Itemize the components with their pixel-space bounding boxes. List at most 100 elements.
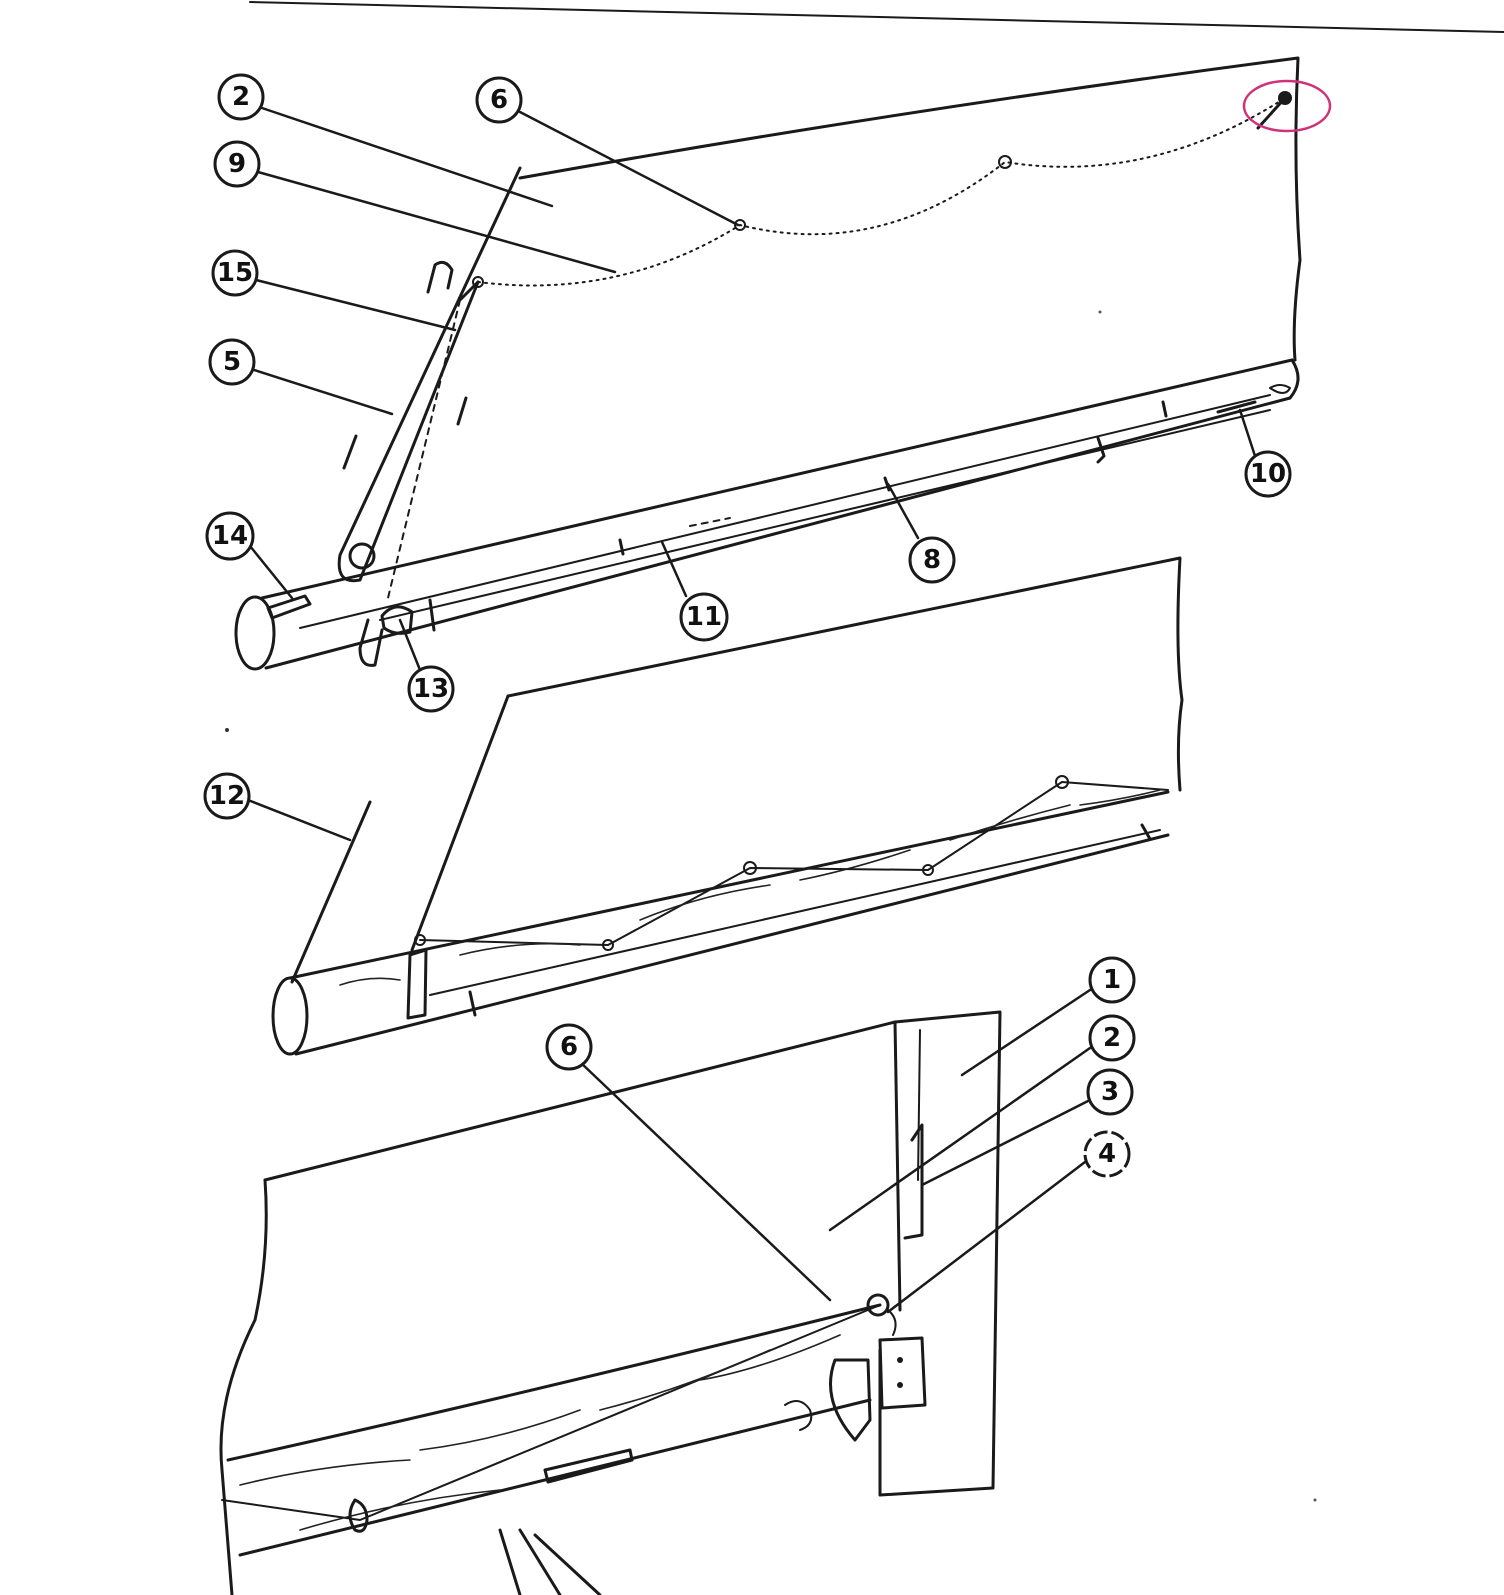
callout-top-15: 15	[211, 249, 259, 297]
callout-top-8-label: 8	[923, 545, 941, 575]
top-rail-upper-edge	[260, 358, 1294, 600]
mid-rail-track	[429, 829, 1161, 996]
callout-bot-4: 4	[1083, 1130, 1131, 1178]
top-border-line	[249, 1, 1504, 33]
callout-top-5-label: 5	[223, 347, 241, 377]
bot-roll-upper	[226, 1303, 882, 1462]
leader-top-8	[886, 482, 920, 540]
callout-top-9-label: 9	[228, 149, 246, 179]
bot-wrinkle-5	[299, 1489, 501, 1531]
callout-bot-1-label: 1	[1103, 965, 1121, 995]
mid-wrinkle-2	[639, 884, 771, 921]
mid-slide-right	[1140, 823, 1152, 841]
top-pole-pivot	[348, 542, 376, 570]
leader-bot-3	[920, 1098, 1092, 1187]
callout-top-14: 14	[205, 511, 255, 561]
top-bracket	[380, 605, 414, 635]
mid-bracket-hook	[468, 990, 477, 1017]
top-slide-1	[1096, 436, 1106, 464]
callout-top-9: 9	[213, 140, 261, 188]
bot-gooseneck-loop	[784, 1400, 813, 1431]
leader-top-10	[1238, 408, 1257, 458]
top-slide-4	[618, 538, 625, 556]
callout-top-8: 8	[908, 536, 956, 584]
callout-top-14-label: 14	[212, 521, 248, 551]
bot-mast-post	[878, 1010, 1002, 1497]
bot-mast-inner-line	[917, 1029, 921, 1181]
top-eyelet-left	[472, 276, 484, 288]
callout-top-5: 5	[208, 338, 256, 386]
mid-wrinkle-6	[339, 977, 401, 986]
top-hook-lower	[358, 618, 384, 667]
top-panel	[234, 56, 1302, 671]
bot-wrinkle-3	[599, 1349, 771, 1411]
bot-lacing	[221, 1304, 881, 1521]
mid-eyelet-2	[743, 861, 757, 875]
callout-top-2-label: 2	[232, 82, 250, 112]
callout-mid-12: 12	[203, 772, 251, 820]
bot-shackle	[348, 1498, 369, 1533]
mid-canvas-outline	[506, 556, 1184, 792]
mid-wrinkle-3	[799, 849, 911, 881]
callout-bot-3: 3	[1086, 1068, 1134, 1116]
top-pole-hidden-line	[387, 299, 461, 599]
bot-mast-track	[903, 1123, 924, 1240]
mid-bracket	[406, 948, 428, 1020]
mid-eyelet-5	[414, 934, 426, 946]
top-eyelet-right	[998, 155, 1012, 169]
leader-top-15	[254, 278, 457, 332]
callout-mid-12-label: 12	[209, 781, 245, 811]
mid-wrinkle-1	[459, 942, 581, 956]
callout-bot-2: 2	[1088, 1014, 1136, 1062]
top-rail-track-lower	[379, 409, 1271, 621]
bot-gooseneck-rivet-2	[897, 1382, 903, 1388]
highlight-ellipse	[1242, 79, 1332, 133]
callout-bot-6: 6	[545, 1023, 593, 1071]
callout-bot-4-label: 4	[1098, 1139, 1116, 1169]
mid-canvas-left-edge	[410, 694, 510, 952]
mid-rail-lower-edge	[294, 833, 1170, 1056]
leader-top-11	[660, 540, 688, 598]
top-rail-end-right	[1288, 358, 1300, 400]
callout-bot-3-label: 3	[1101, 1077, 1119, 1107]
leader-bot-2	[828, 1046, 1092, 1232]
top-canvas-outline	[518, 56, 1302, 362]
callout-top-11: 11	[679, 592, 729, 642]
top-eyelet-corner-tail	[1256, 96, 1287, 130]
leader-top-2	[260, 106, 554, 208]
callout-top-10-label: 10	[1250, 459, 1286, 489]
leader-top-6	[518, 110, 740, 227]
callout-top-2: 2	[217, 73, 265, 121]
callout-bot-6-label: 6	[560, 1032, 578, 1062]
top-rail-track	[299, 394, 1271, 629]
top-slide-3	[1161, 400, 1168, 418]
bot-eyelet	[866, 1293, 890, 1317]
bot-wrinkle-1	[239, 1459, 411, 1486]
mid-eyelet-1	[1055, 775, 1069, 789]
callout-top-13: 13	[407, 665, 455, 713]
middle-panel	[271, 556, 1184, 1056]
speck-1	[225, 728, 229, 732]
top-rail-end-cap	[234, 595, 276, 671]
top-eyelet-mid	[734, 219, 746, 231]
callout-top-13-label: 13	[413, 674, 449, 704]
callout-bot-2-label: 2	[1103, 1023, 1121, 1053]
bot-rope-hanging	[498, 1528, 602, 1595]
mid-wrinkle-4	[949, 804, 1071, 841]
callout-top-6-label: 6	[490, 85, 508, 115]
bot-roll-lower	[238, 1398, 872, 1557]
top-pole	[337, 166, 522, 583]
callout-top-15-label: 15	[217, 258, 253, 288]
top-rail-mark	[689, 517, 731, 527]
bot-canvas-left-edge	[219, 1178, 268, 1595]
bot-cleat	[543, 1448, 634, 1484]
callout-top-10: 10	[1244, 450, 1292, 498]
mid-eyelet-3	[922, 864, 934, 876]
mid-rail-upper-edge	[288, 790, 1170, 980]
bot-eyelet-cord	[887, 1309, 897, 1336]
mid-eyelet-4	[602, 939, 614, 951]
leader-bot-6	[578, 1060, 832, 1302]
leader-lines	[246, 106, 1257, 1314]
top-end-fitting	[266, 594, 312, 620]
